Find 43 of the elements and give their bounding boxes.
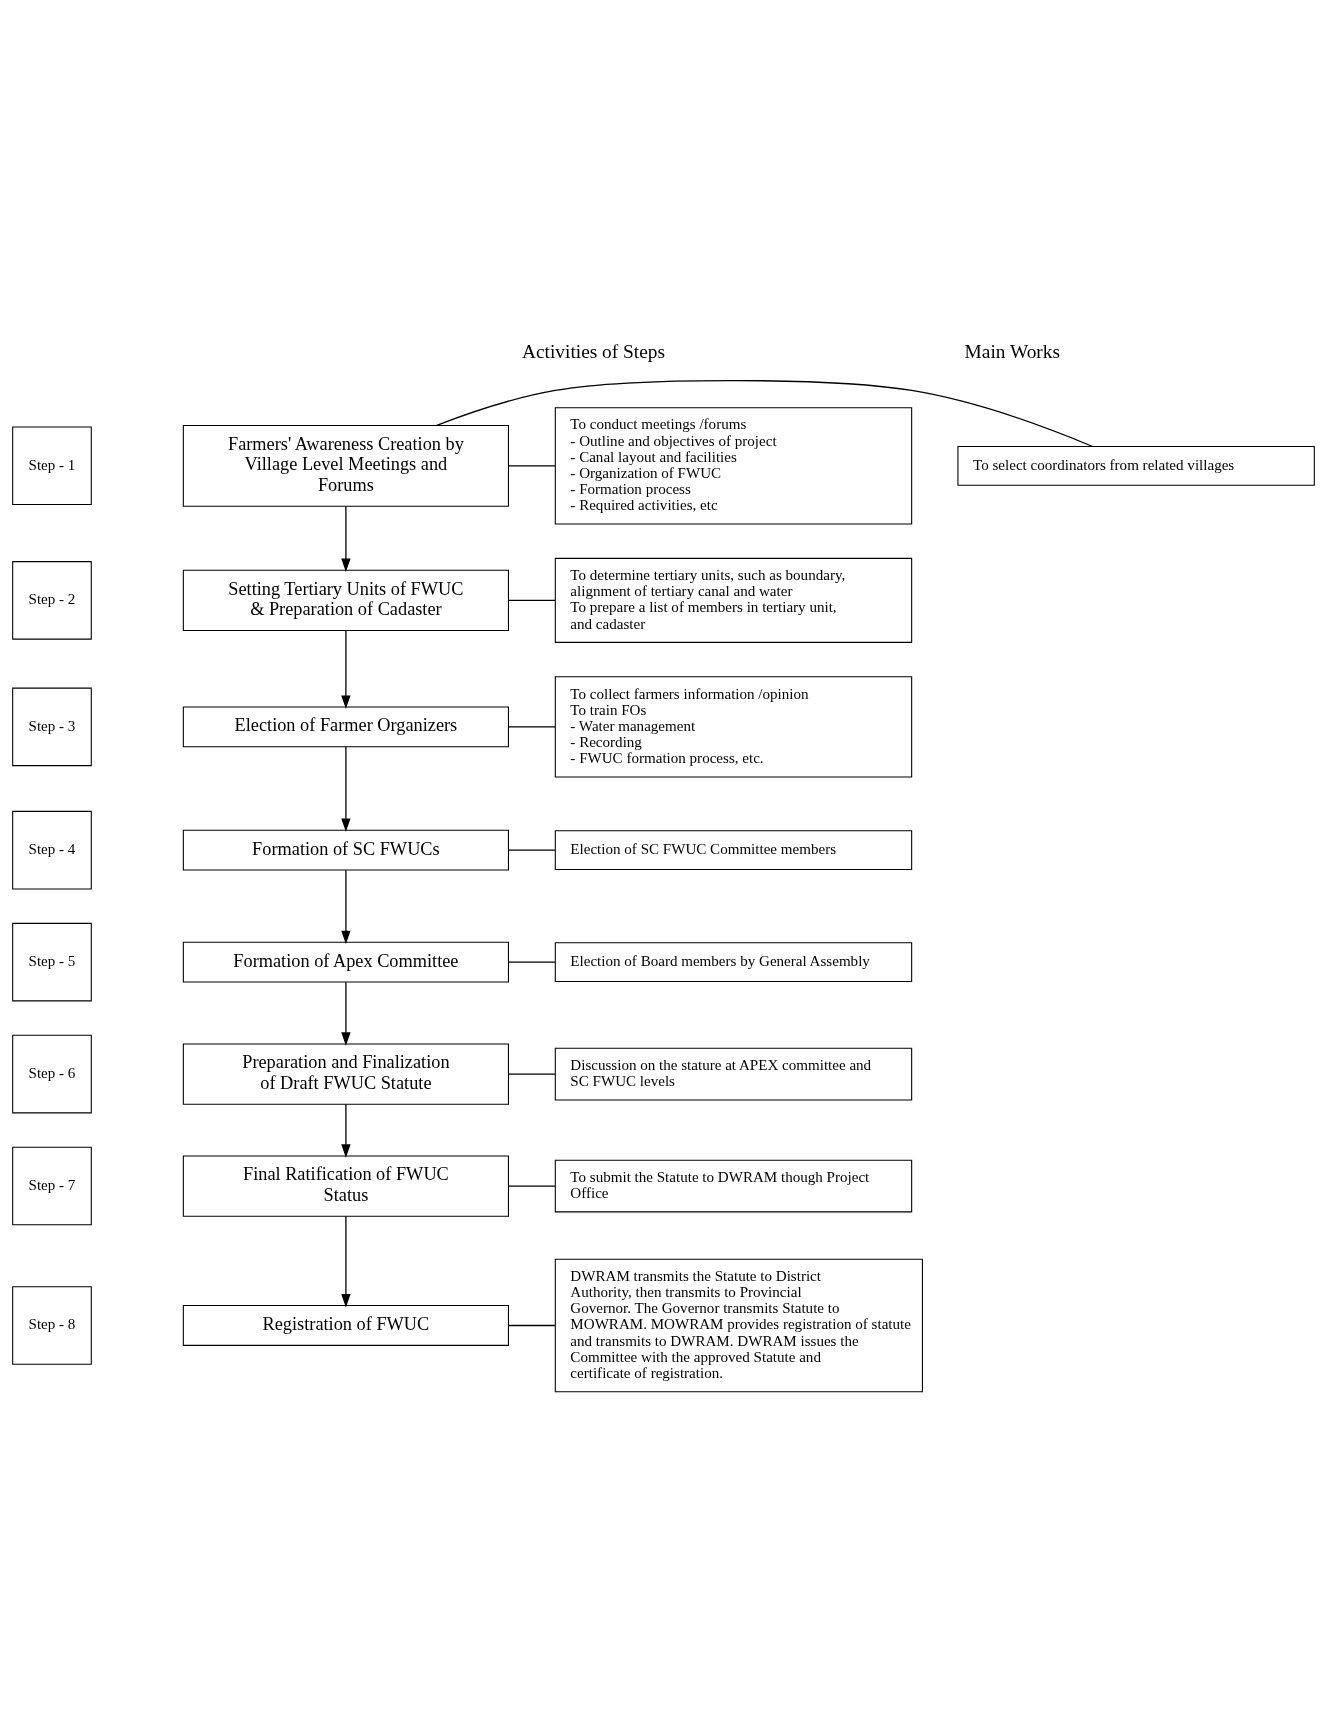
arrow <box>341 1215 351 1307</box>
node-box: Discussion on the stature at APEX committee and SC FWUC levels <box>554 1047 913 1100</box>
node-box: Step - 7 <box>12 1146 92 1225</box>
node-box: To select coordinators from related villages <box>957 445 1315 486</box>
node-box: Step - 4 <box>12 810 92 889</box>
node-box: Step - 8 <box>12 1285 92 1365</box>
connector <box>508 725 556 728</box>
node-box: Setting Tertiary Units of FWUC & Preparation of Cadaster <box>182 569 509 631</box>
node-box: Step - 2 <box>12 560 92 640</box>
arrow <box>341 629 351 709</box>
connector <box>508 1072 556 1075</box>
node-box: Step - 5 <box>12 922 92 1001</box>
node-box: Preparation and Finalization of Draft FWUC Statute <box>182 1042 509 1105</box>
connector <box>436 379 1093 447</box>
arrow <box>341 505 351 572</box>
node-box: To determine tertiary units, such as boundary, alignment of tertiary canal and water To prepare a list of members in tertiary unit, and cadaster <box>554 557 913 643</box>
connector <box>508 599 556 601</box>
connector <box>508 1184 556 1187</box>
node-box: Final Ratification of FWUC Status <box>182 1154 509 1217</box>
node-box: To submit the Statute to DWRAM though Project Office <box>554 1159 913 1212</box>
connector <box>508 464 556 466</box>
node-box: Election of Farmer Organizers <box>182 705 509 747</box>
node-box: Step - 6 <box>12 1034 92 1113</box>
arrow <box>341 869 351 944</box>
node-box: Step - 1 <box>12 426 92 505</box>
node-box: Formation of SC FWUCs <box>182 829 509 871</box>
node-box: Registration of FWUC <box>182 1304 509 1346</box>
node-box: Formation of Apex Committee <box>182 941 509 983</box>
label: Activities of Steps <box>522 340 666 361</box>
node-box: Farmers' Awareness Creation by Village Level Meetings and Forums <box>182 424 509 507</box>
node-box: Election of Board members by General Assembly <box>554 941 913 982</box>
node-box: Step - 3 <box>12 687 92 766</box>
label: Main Works <box>964 340 1061 361</box>
arrow <box>341 745 351 832</box>
connector <box>508 961 556 963</box>
node-box: DWRAM transmits the Statute to District Authority, then transmits to Provincial Governor. The Governor transmits Statute to MOWRAM. MOWRAM provides registration of statute and transmits to DWRAM. DWRAM issues the Committee with the approved Statute and certificate of registration. <box>554 1258 923 1392</box>
node-box: To collect farmers information /opinion To train FOs - Water management - Recording - FWUC formation process, etc. <box>554 675 913 777</box>
node-box: Election of SC FWUC Committee members <box>554 829 913 870</box>
arrow <box>341 981 351 1046</box>
connector <box>508 849 556 851</box>
node-box: To conduct meetings /forums - Outline and objectives of project - Canal layout and facilities - Organization of FWUC - Formation process - Required activities, etc <box>554 406 913 524</box>
connector <box>507 1324 556 1326</box>
arrow <box>341 1103 351 1158</box>
